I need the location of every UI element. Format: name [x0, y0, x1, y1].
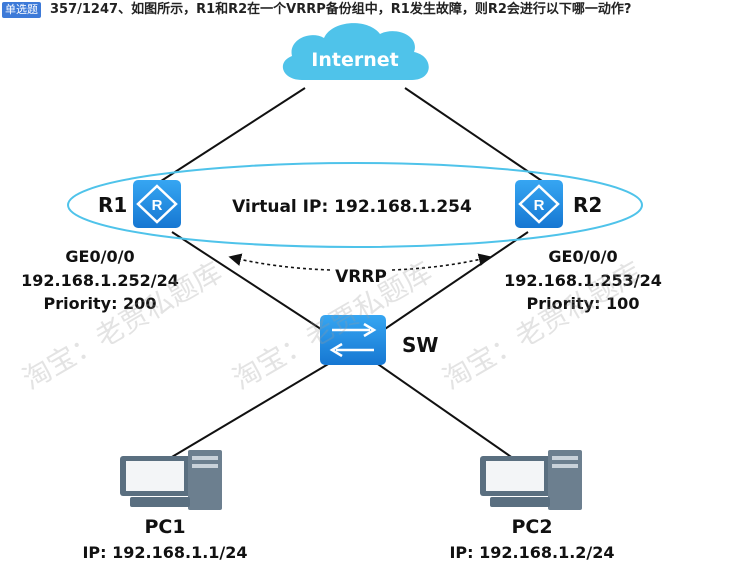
svg-text:R: R: [534, 197, 545, 214]
pc1-ip: IP: 192.168.1.1/24: [82, 543, 247, 562]
question-text: 357/1247、如图所示，R1和R2在一个VRRP备份组中，R1发生故障，则R…: [50, 2, 632, 17]
r1-ip: 192.168.1.252/24: [21, 271, 179, 290]
pc2-computer-icon: [480, 450, 582, 510]
watermark-2: 淘宝：老贾私题库: [227, 255, 438, 396]
link-sw-pc1: [149, 359, 336, 471]
pc2-name: PC2: [511, 516, 552, 538]
vrrp-arrow-to-r1: [228, 253, 331, 271]
pc1-name: PC1: [144, 516, 185, 538]
r1-router-icon: R: [133, 180, 181, 228]
link-internet-r1: [157, 87, 306, 184]
virtual-ip-label: Virtual IP: 192.168.1.254: [232, 197, 472, 217]
question-bar: 单选题 357/1247、如图所示，R1和R2在一个VRRP备份组中，R1发生故…: [0, 0, 733, 24]
link-r2-sw: [375, 231, 529, 336]
svg-text:R: R: [152, 197, 163, 214]
link-sw-pc2: [371, 359, 531, 471]
pc2-ip: IP: 192.168.1.2/24: [449, 543, 614, 562]
link-r1-sw: [171, 231, 331, 336]
r2-router-icon: R: [515, 180, 563, 228]
internet-label: Internet: [311, 49, 398, 71]
r2-interface: GE0/0/0: [548, 247, 617, 266]
internet-cloud-icon: [282, 23, 429, 80]
pc1-computer-icon: [120, 450, 222, 510]
r1-name: R1: [98, 193, 127, 217]
question-type-badge: 单选题: [2, 2, 41, 18]
switch-icon: [320, 315, 386, 365]
r2-priority: Priority: 100: [527, 294, 640, 313]
r2-ip: 192.168.1.253/24: [504, 271, 662, 290]
switch-name: SW: [402, 333, 438, 357]
r2-name: R2: [573, 193, 602, 217]
r1-interface: GE0/0/0: [65, 247, 134, 266]
vrrp-label: VRRP: [335, 267, 387, 287]
r1-priority: Priority: 200: [44, 294, 157, 313]
link-internet-r2: [404, 87, 546, 184]
vrrp-group-ellipse: [67, 162, 643, 248]
